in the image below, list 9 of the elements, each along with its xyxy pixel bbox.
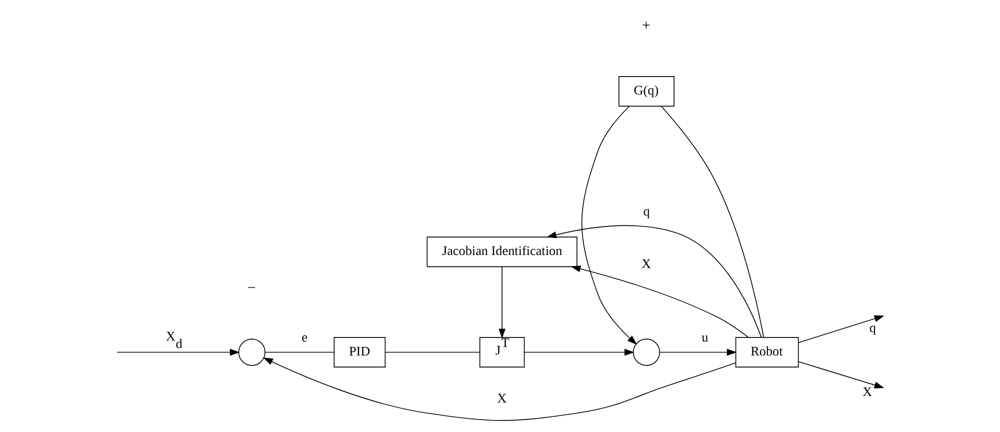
edge-label: X: [862, 384, 872, 399]
edge-label: u: [702, 329, 708, 344]
label: −: [247, 280, 256, 296]
edge-label: e: [302, 329, 308, 344]
edge-label: X: [497, 390, 507, 406]
edge-label: q: [643, 203, 650, 218]
edge-label: q: [869, 320, 876, 336]
label: +: [642, 18, 650, 34]
edge-label: X: [642, 256, 652, 272]
